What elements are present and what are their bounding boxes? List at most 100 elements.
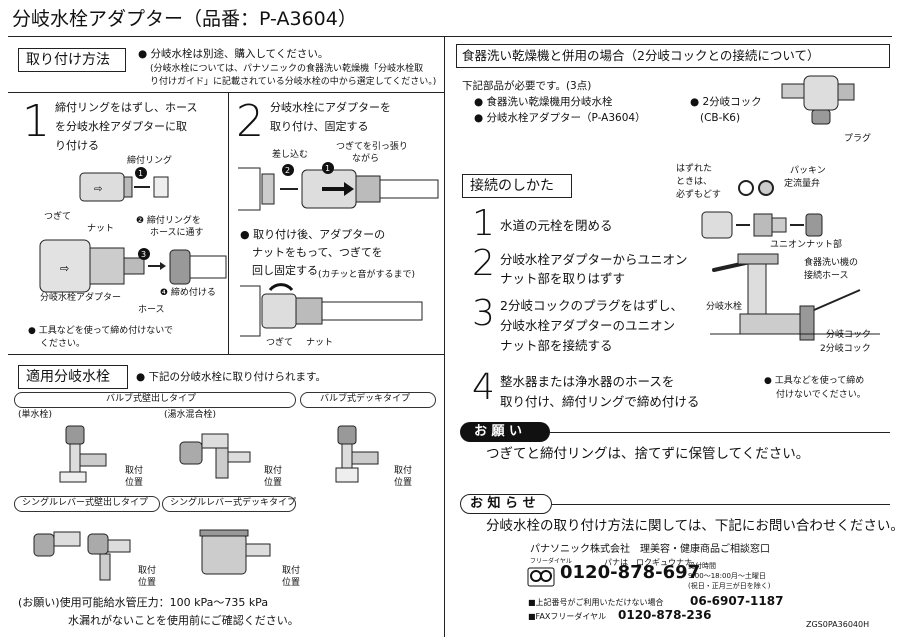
- dish-item2: ● 分岐水栓アダプター（P-A3604）: [474, 112, 646, 124]
- oshirase-fax: ■FAXフリーダイヤル: [528, 612, 607, 621]
- sink-faucet-illustration: [710, 253, 880, 341]
- dish-need: 下記部品が必要です。(3点): [462, 80, 592, 92]
- connect-step3-number: 3: [472, 293, 495, 334]
- pos-5a: 取付: [282, 566, 301, 576]
- connect-step3-line1: 2分岐コックのプラグをはずし、: [500, 298, 683, 313]
- request-1: (お願い)使用可能給水管圧力：100 kPa〜735 kPa: [18, 596, 269, 609]
- step2-top-illustration: 2 1: [238, 162, 439, 211]
- label-tsugite: つぎて: [44, 212, 72, 222]
- faucet-mix-icon: [179, 433, 251, 479]
- step2b-line2: ナットをもって、つぎてを: [252, 246, 383, 259]
- svg-text:⇨: ⇨: [60, 262, 69, 275]
- oshirase-free-label: フリーダイヤル: [530, 558, 572, 565]
- step1-number: 1: [22, 96, 50, 147]
- dish-heading: 食器洗い乾燥機と併用の場合（2分岐コックとの接続について）: [462, 48, 820, 63]
- pos-3b: 位置: [394, 478, 413, 488]
- oshirase-hours-1: 受付時間: [688, 562, 716, 570]
- connect-step2-number: 2: [472, 243, 495, 284]
- label-hose: ホース: [138, 305, 165, 315]
- label-tighten: ❹ 締め付ける: [160, 288, 216, 298]
- page-title: 分岐水栓アダプター（品番：P-A3604）: [12, 8, 357, 30]
- step1-line2: を分岐水栓アダプターに取: [55, 120, 187, 133]
- oshirase-phone: 0120-878-697: [560, 562, 701, 583]
- pos-4a: 取付: [138, 566, 157, 576]
- label-bunki: 分岐水栓: [706, 302, 743, 312]
- label-nut2: ナット: [306, 338, 334, 348]
- title-divider: [8, 36, 892, 37]
- mix-label: (湯水混合栓): [164, 410, 217, 420]
- step2b-line3: 回し固定する: [252, 264, 318, 277]
- connect-heading-box: [462, 174, 572, 198]
- pos-1a: 取付: [125, 466, 144, 476]
- connect-step4-number: 4: [472, 367, 495, 408]
- label-union: ユニオンナット部: [770, 240, 843, 250]
- svg-text:1: 1: [138, 169, 143, 178]
- single-label: (単水栓): [18, 410, 53, 420]
- pos-2b: 位置: [264, 478, 283, 488]
- install-note-1: ● 分岐水栓は別途、購入してください。: [138, 48, 329, 60]
- plug-label: プラグ: [844, 134, 872, 144]
- faucet-lever-wall-icon: [33, 531, 131, 581]
- packing-parts-icon: [738, 180, 774, 196]
- type3-label: シングルレバー式壁出しタイプ: [22, 498, 149, 508]
- label-hose2: 接続ホース: [804, 271, 849, 281]
- oshirase-text: 分岐水栓の取り付け方法に関しては、下記にお問い合わせください。: [486, 518, 900, 534]
- label-flow: 定流量弁: [784, 179, 821, 189]
- label-hose1: 食器洗い機の: [804, 258, 859, 268]
- request-2: 水漏れがないことを使用前にご確認ください。: [68, 614, 299, 627]
- label-pull1: つぎてを引っ張り: [336, 142, 408, 152]
- oshirase-line: [552, 504, 890, 505]
- label-pull2: ながら: [352, 154, 380, 164]
- label-insert: 差し込む: [272, 150, 309, 160]
- label-pass2: ホースに通す: [150, 228, 204, 238]
- onegai-heading: お 願 い: [474, 424, 523, 439]
- connect-step1-text: 水道の元栓を閉める: [500, 218, 613, 233]
- connect-step4-line2: 取り付け、締付リングで締め付ける: [500, 394, 700, 409]
- pos-3a: 取付: [394, 466, 413, 476]
- faucets-heading-box: [18, 365, 128, 389]
- label-cock1: 分岐コック: [826, 330, 872, 340]
- svg-text:⇨: ⇨: [94, 184, 102, 195]
- step1-top-illustration: ⇨ 1: [79, 167, 169, 202]
- faucets-heading: 適用分岐水栓: [26, 369, 110, 385]
- label-cock2: 2分岐コック: [820, 344, 871, 354]
- install-heading-box: [18, 48, 126, 72]
- step2-number: 2: [236, 96, 264, 147]
- step2-bottom-illustration: [240, 283, 423, 337]
- step2-line2: 取り付け、固定する: [270, 120, 369, 133]
- free-dial-icon: [527, 567, 555, 587]
- dish-item3b: (CB-K6): [700, 112, 741, 124]
- connect-step1-number: 1: [472, 203, 495, 244]
- label-off2: ときは、: [676, 177, 713, 187]
- type3-pill: [14, 496, 160, 512]
- label-packing: パッキン: [790, 166, 826, 176]
- install-bottom-divider: [8, 354, 444, 355]
- connect-step2-line1: 分岐水栓アダプターからユニオン: [500, 252, 688, 267]
- step2-line1: 分岐水栓にアダプターを: [270, 101, 391, 114]
- label-off3: 必ずもどす: [676, 190, 721, 200]
- install-top-divider: [8, 92, 444, 93]
- faucets-note: ● 下記の分岐水栓に取り付けられます。: [136, 371, 326, 383]
- type2-pill: [300, 392, 436, 408]
- faucet-lever-deck-icon: [199, 529, 271, 575]
- step1-main-illustration: ⇨ 3: [39, 239, 227, 293]
- install-tool-2: ください。: [40, 339, 86, 349]
- oshirase-fax-num: 0120-878-236: [618, 608, 712, 622]
- dish-item1: ● 食器洗い乾燥機用分岐水栓: [474, 96, 613, 108]
- label-tsugite2: つぎて: [266, 338, 294, 348]
- onegai-text: つぎてと締付リングは、捨てずに保管してください。: [486, 446, 810, 462]
- cock-plug-icon: [781, 75, 855, 125]
- step2b-note: (カチッと音がするまで): [318, 270, 416, 280]
- install-note-3: り付けガイド」に記載されている分岐水栓の中から選定してください。): [150, 77, 437, 87]
- oshirase-heading-box: [460, 494, 552, 514]
- onegai-line: [550, 432, 890, 433]
- type1-label: バルブ式壁出しタイプ: [106, 394, 197, 404]
- pos-5b: 位置: [282, 578, 301, 588]
- label-pass: ❷ 締付リングを: [136, 216, 201, 226]
- connect-step4-line1: 整水器または浄水器のホースを: [500, 374, 675, 389]
- label-adapter: 分岐水栓アダプター: [40, 293, 122, 303]
- connect-step3-line2: 分岐水栓アダプターのユニオン: [500, 318, 676, 333]
- column-divider: [444, 37, 445, 637]
- dish-item3: ● 2分岐コック: [690, 96, 762, 108]
- label-off1: はずれた: [676, 164, 713, 174]
